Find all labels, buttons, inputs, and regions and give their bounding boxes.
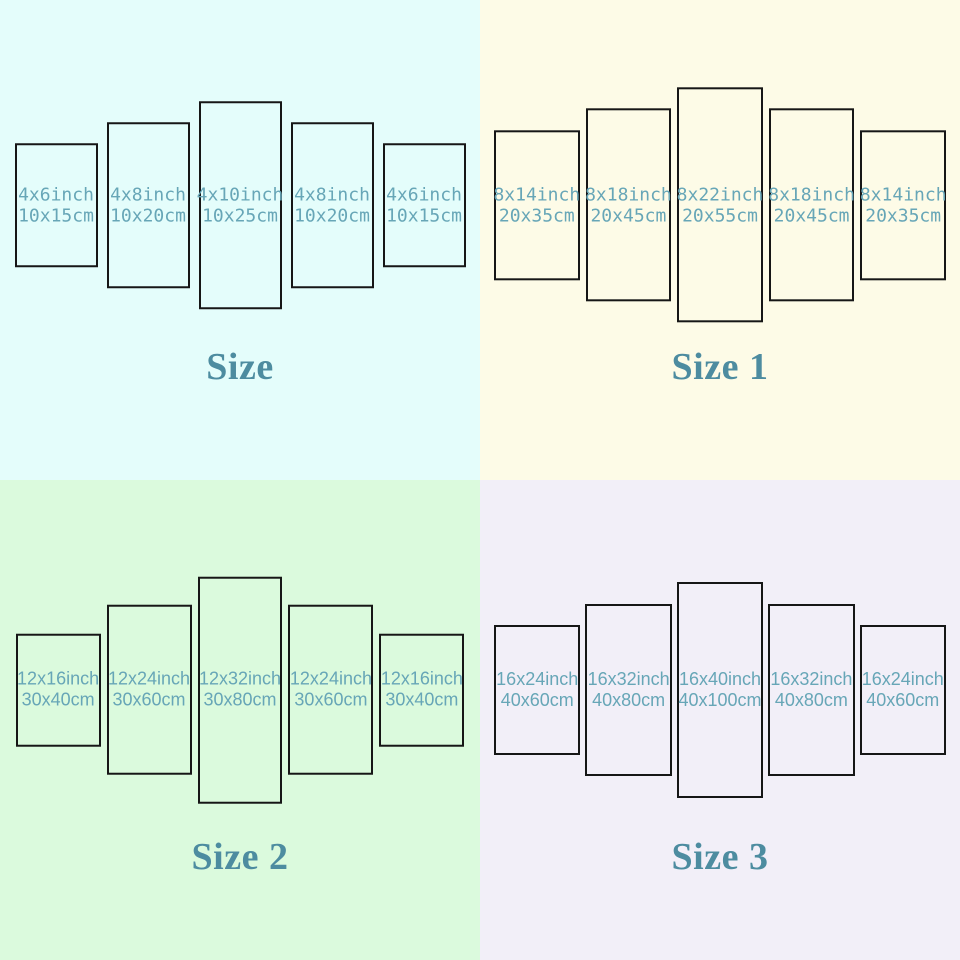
panel-size-inch-label: 16x32inch [770,668,853,689]
panel-size-inch-label: 4x8inch [294,184,370,205]
panel-size-cm-label: 40x80cm [592,689,666,710]
panel-size-inch-label: 16x24inch [496,669,579,689]
panel-size-inch-label: 12x16inch [380,668,463,689]
panel-size-cm-label: 10x15cm [386,205,462,226]
panel-size-inch-label: 16x32inch [587,668,670,689]
panel-size-cm-label: 20x45cm [590,204,667,226]
panel-size-inch-label: 8x22inch [676,183,764,205]
panel-size-inch-label: 16x24inch [861,669,944,689]
panel-size-inch-label: 16x40inch [678,669,762,689]
panel-size-inch-label: 4x8inch [110,184,186,205]
panel-size-cm-label: 40x100cm [678,690,762,710]
panel-size-cm-label: 10x15cm [18,205,94,226]
panel-size-inch-label: 8x18inch [768,183,855,205]
panel-size-cm-label: 30x60cm [112,689,186,710]
panel-size-inch-label: 4x6inch [386,184,462,205]
panel-size-inch-label: 4x6inch [18,184,94,205]
panel-size-cm-label: 10x25cm [202,205,278,226]
panel-size-inch-label: 12x24inch [108,668,191,689]
panel-size-inch-label: 12x24inch [289,668,372,689]
panel-size-cm-label: 40x60cm [866,690,940,710]
panel-size-cm-label: 30x40cm [21,689,95,710]
panel-size-inch-label: 8x14inch [493,183,581,205]
panel-size-inch-label: 4x10inch [196,184,284,205]
panel-size-cm-label: 30x80cm [203,689,277,710]
panel-size-cm-label: 20x35cm [498,204,575,226]
panel-size-cm-label: 40x80cm [774,689,848,710]
quadrant-title-size-3: Size 3 [671,836,769,878]
panel-size-cm-label: 40x60cm [500,690,574,710]
panel-size-cm-label: 30x60cm [294,689,368,710]
panel-size-cm-label: 10x20cm [110,205,186,226]
panel-size-inch-label: 12x16inch [17,668,100,689]
panel-size-cm-label: 10x20cm [294,205,370,226]
quadrant-title-size-1: Size 1 [671,346,769,388]
panel-size-cm-label: 20x45cm [773,204,850,226]
panel-size-inch-label: 8x14inch [859,183,947,205]
quadrant-title-size: Size [206,346,274,388]
panel-size-cm-label: 30x40cm [385,689,459,710]
quadrant-title-size-2: Size 2 [191,836,289,878]
panel-size-cm-label: 20x55cm [682,204,758,226]
panel-size-inch-label: 8x18inch [585,183,672,205]
panel-size-inch-label: 12x32inch [198,668,282,689]
panel-size-cm-label: 20x35cm [865,204,942,226]
